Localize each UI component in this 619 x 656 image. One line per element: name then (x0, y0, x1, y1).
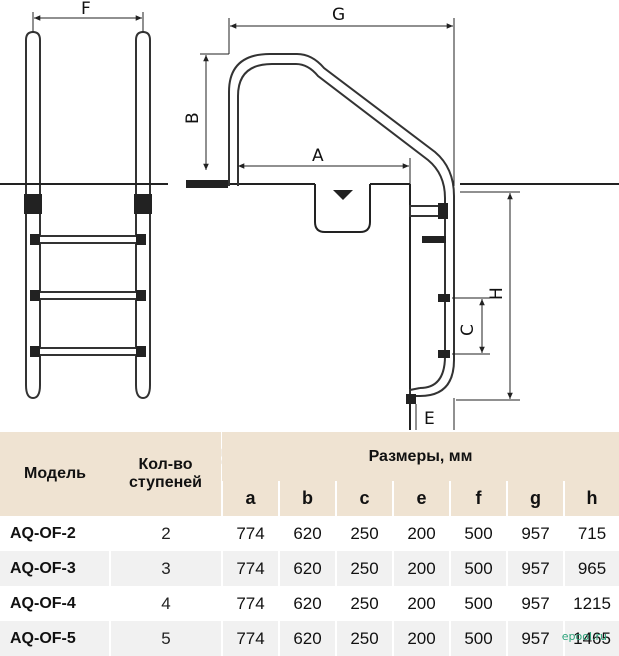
header-dim-g: g (506, 481, 564, 516)
dimension-e: E (415, 398, 455, 430)
header-dim-e: e (392, 481, 450, 516)
header-dimensions: Размеры, мм (222, 432, 619, 481)
ladder-side-view (228, 53, 455, 397)
label-f: F (81, 0, 91, 19)
dimension-a: A (238, 146, 411, 184)
row-dim-e: 200 (392, 621, 450, 656)
row-dim-c: 250 (335, 551, 393, 586)
ladder-front-view (24, 30, 152, 400)
row-dim-a: 774 (221, 621, 279, 656)
row-model: AQ-OF-3 (0, 551, 110, 586)
row-dim-c: 250 (335, 586, 393, 621)
label-g: G (332, 5, 345, 25)
row-dim-a: 774 (221, 586, 279, 621)
dimension-b: B (183, 53, 229, 170)
specifications-table: Модель Кол-во ступеней Размеры, мм a b c… (0, 432, 619, 656)
row-dim-b: 620 (278, 551, 336, 586)
row-dim-b: 620 (278, 516, 336, 551)
table-row: AQ-OF-5 5 774 620 250 200 500 957 1465 (0, 621, 619, 656)
label-b: B (183, 112, 203, 124)
dimension-h: H (456, 191, 520, 401)
table-row: AQ-OF-3 3 774 620 250 200 500 957 965 (0, 551, 619, 586)
row-dim-a: 774 (221, 516, 279, 551)
anchor-plate (186, 180, 228, 188)
row-dim-g: 957 (506, 621, 564, 656)
header-dim-b: b (278, 481, 336, 516)
side-bracket-end (438, 203, 448, 219)
row-dim-e: 200 (392, 516, 450, 551)
dimension-g: G (228, 5, 455, 186)
label-c: C (458, 324, 478, 336)
side-step-2 (438, 294, 450, 302)
dimension-c: C (452, 297, 490, 355)
row-model: AQ-OF-4 (0, 586, 110, 621)
row-dim-a: 774 (221, 551, 279, 586)
row-dim-f: 500 (449, 586, 507, 621)
label-e: E (424, 409, 435, 429)
header-dim-h: h (562, 481, 619, 516)
row-dim-f: 500 (449, 516, 507, 551)
row-dim-h: 1215 (562, 586, 619, 621)
row-dim-e: 200 (392, 551, 450, 586)
row-steps: 5 (109, 621, 222, 656)
site-logo: epool.ru (561, 630, 607, 643)
label-a: A (312, 146, 324, 166)
pool-deck-side (186, 183, 619, 430)
row-dim-h: 965 (562, 551, 619, 586)
table-row: AQ-OF-4 4 774 620 250 200 500 957 1215 (0, 586, 619, 621)
bottom-foot (406, 394, 416, 404)
row-dim-c: 250 (335, 621, 393, 656)
row-dim-f: 500 (449, 551, 507, 586)
header-steps: Кол-во ступеней (110, 432, 222, 516)
row-steps: 2 (109, 516, 222, 551)
dimension-f: F (32, 0, 144, 32)
ladder-technical-drawing: F G B A (0, 0, 619, 430)
header-dim-a: a (221, 481, 279, 516)
row-dim-e: 200 (392, 586, 450, 621)
side-step-1 (422, 236, 446, 243)
header-dim-c: c (335, 481, 393, 516)
water-level-icon (333, 190, 353, 200)
row-dim-g: 957 (506, 551, 564, 586)
row-dim-g: 957 (506, 586, 564, 621)
row-dim-b: 620 (278, 621, 336, 656)
row-dim-f: 500 (449, 621, 507, 656)
header-model: Модель (0, 432, 110, 516)
header-dim-f: f (449, 481, 507, 516)
row-steps: 4 (109, 586, 222, 621)
row-dim-b: 620 (278, 586, 336, 621)
row-dim-h: 715 (562, 516, 619, 551)
row-model: AQ-OF-5 (0, 621, 110, 656)
row-dim-h: 1465 (562, 621, 619, 656)
row-dim-g: 957 (506, 516, 564, 551)
side-step-3 (438, 350, 450, 358)
table-row: AQ-OF-2 2 774 620 250 200 500 957 715 (0, 516, 619, 551)
row-steps: 3 (109, 551, 222, 586)
row-dim-c: 250 (335, 516, 393, 551)
row-model: AQ-OF-2 (0, 516, 110, 551)
label-h: H (487, 287, 507, 300)
